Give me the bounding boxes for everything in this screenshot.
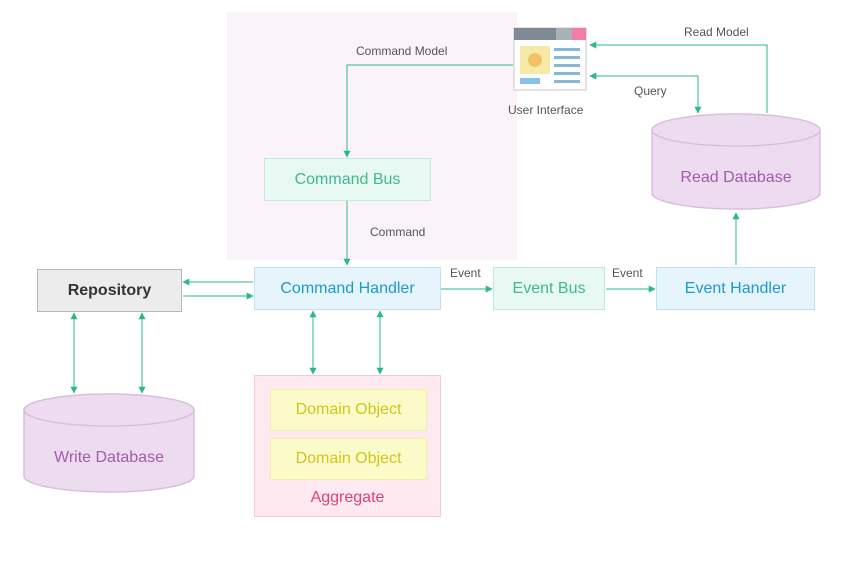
arrow-ui-to-command-bus xyxy=(343,64,513,158)
arrow-ui-to-read-db xyxy=(589,72,702,114)
command-bus-label: Command Bus xyxy=(294,170,401,188)
domain-object-box: Domain Object xyxy=(270,438,427,480)
background-panel xyxy=(227,12,517,260)
event-handler-label: Event Handler xyxy=(684,279,787,297)
arrow-read-db-to-ui xyxy=(589,41,768,113)
read-model-label: Read Model xyxy=(684,25,749,39)
command-handler-box: Command Handler xyxy=(254,267,441,310)
read-database-cylinder xyxy=(651,113,821,210)
event-bus-box: Event Bus xyxy=(493,267,605,310)
write-database-label: Write Database xyxy=(54,449,164,466)
domain-object-label: Domain Object xyxy=(295,450,402,467)
command-model-label: Command Model xyxy=(356,44,448,58)
domain-object-box: Domain Object xyxy=(270,389,427,431)
event-label-2: Event xyxy=(612,266,643,280)
command-bus-box: Command Bus xyxy=(264,158,431,201)
aggregate-label: Aggregate xyxy=(310,489,385,506)
command-label: Command xyxy=(370,225,426,239)
repository-box: Repository xyxy=(37,269,182,312)
repository-label: Repository xyxy=(67,281,152,299)
read-database-label: Read Database xyxy=(680,169,792,186)
user-interface-label: User Interface xyxy=(508,103,584,117)
query-label: Query xyxy=(634,84,667,98)
domain-object-label: Domain Object xyxy=(295,401,402,418)
event-label-1: Event xyxy=(450,266,481,280)
command-handler-label: Command Handler xyxy=(280,279,415,297)
aggregate-box: Domain Object Domain Object Aggregate xyxy=(254,375,441,517)
event-bus-label: Event Bus xyxy=(512,279,586,297)
event-handler-box: Event Handler xyxy=(656,267,815,310)
write-database-cylinder xyxy=(23,393,195,493)
user-interface-icon xyxy=(513,27,587,91)
arrows xyxy=(70,41,768,394)
